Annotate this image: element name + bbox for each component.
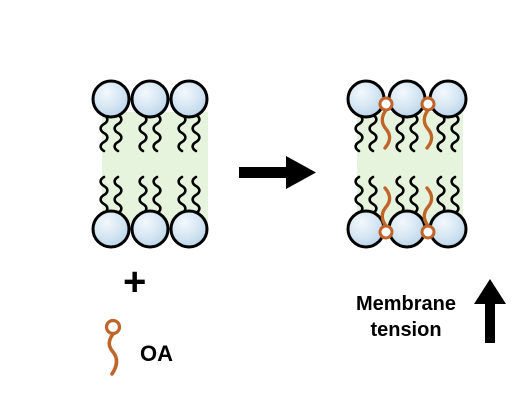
left-lipid-top-head-0 <box>91 79 131 119</box>
left-lipid-bottom-tail-0-0 <box>99 175 109 215</box>
left-lipid-top-tail-1-1 <box>152 113 162 153</box>
lipid-heads-right <box>346 79 468 249</box>
right-lipid-top-tail-2-1 <box>450 113 460 153</box>
lipid-bilayer-before <box>91 79 209 249</box>
right-lipid-top-tail-0-1 <box>368 113 378 153</box>
left-lipid-top-tail-2-1 <box>191 113 201 153</box>
left-lipid-top-head-2 <box>169 79 209 119</box>
left-lipid-bottom-head-0 <box>91 209 131 249</box>
left-lipid-bottom-head-2 <box>169 209 209 249</box>
lipid-heads-left <box>91 79 209 249</box>
left-lipid-top-head-1 <box>130 79 170 119</box>
right-lipid-bottom-head-2 <box>428 209 468 249</box>
oleic-acid-molecule-icon <box>104 318 122 376</box>
membrane-tension-label: Membrane tension <box>338 291 474 343</box>
plus-sign: + <box>123 260 147 304</box>
right-lipid-top-head-1 <box>387 79 427 119</box>
left-lipid-top-tail-0-1 <box>113 113 123 153</box>
right-lipid-top-tail-0-0 <box>354 113 364 153</box>
right-lipid-top-head-0 <box>346 79 386 119</box>
oa-bottom-right <box>420 186 436 240</box>
right-lipid-bottom-tail-2-1 <box>450 175 460 215</box>
right-lipid-bottom-head-1 <box>387 209 427 249</box>
up-arrow-icon <box>474 279 506 343</box>
left-lipid-bottom-tail-1-0 <box>138 175 148 215</box>
left-lipid-bottom-tail-1-1 <box>152 175 162 215</box>
left-lipid-bottom-tail-2-1 <box>191 175 201 215</box>
oleic-acid-inserted <box>378 96 436 240</box>
left-lipid-top-tail-1-0 <box>138 113 148 153</box>
oa-label: OA <box>140 341 173 366</box>
right-lipid-top-tail-1-1 <box>409 113 419 153</box>
lipid-bilayer-after <box>346 79 468 249</box>
lipid-tails-right <box>354 113 460 215</box>
oa-top-right <box>420 96 436 150</box>
right-lipid-bottom-tail-2-0 <box>436 175 446 215</box>
right-lipid-bottom-tail-1-0 <box>395 175 405 215</box>
right-lipid-top-tail-2-0 <box>436 113 446 153</box>
left-lipid-top-tail-0-0 <box>99 113 109 153</box>
lipid-tails-left <box>99 113 201 215</box>
oa-top-left <box>378 96 394 150</box>
oa-bottom-left <box>378 186 394 240</box>
right-lipid-bottom-head-0 <box>346 209 386 249</box>
right-lipid-bottom-tail-1-1 <box>409 175 419 215</box>
right-lipid-bottom-tail-0-1 <box>368 175 378 215</box>
tension-label-line2: tension <box>370 319 442 341</box>
left-lipid-bottom-head-1 <box>130 209 170 249</box>
tension-label-line1: Membrane <box>355 293 457 315</box>
left-lipid-bottom-tail-0-1 <box>113 175 123 215</box>
right-lipid-top-tail-1-0 <box>395 113 405 153</box>
right-arrow-icon <box>239 156 316 189</box>
right-lipid-top-head-2 <box>428 79 468 119</box>
left-lipid-bottom-tail-2-0 <box>177 175 187 215</box>
left-lipid-top-tail-2-0 <box>177 113 187 153</box>
right-lipid-bottom-tail-0-0 <box>354 175 364 215</box>
